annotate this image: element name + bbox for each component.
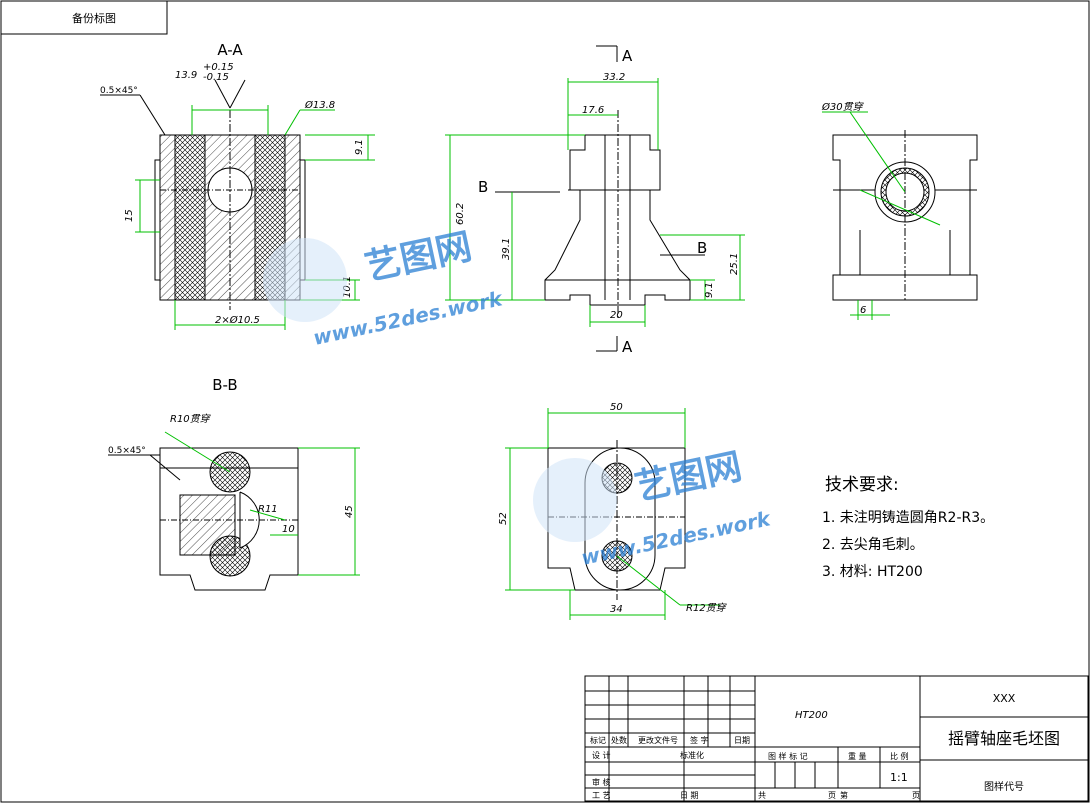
aa-chamfer-dim: 0.5×45° [100, 86, 138, 96]
front-cut-b-left: B [478, 178, 488, 196]
aa-holes: 2×Ø10.5 [215, 314, 260, 326]
tb-material: HT200 [795, 710, 828, 721]
front-cut-marker-top: A [622, 47, 633, 65]
front-w332: 33.2 [603, 72, 625, 83]
tech-title: 技术要求: [825, 475, 899, 495]
tb-total: 共 [758, 791, 766, 800]
tech-requirements: 技术要求: 1. 未注明铸造圆角R2-R3。 2. 去尖角毛刺。 3. 材料: … [822, 475, 994, 580]
aa-tol-minus: -0.15 [203, 72, 229, 83]
front-cut-marker-bottom: A [622, 338, 633, 356]
tb-part-name: 摇臂轴座毛坯图 [948, 729, 1060, 748]
side-w6: 6 [860, 305, 866, 316]
tb-date-hdr: 日期 [734, 736, 750, 745]
aa-d15: 15 [124, 209, 135, 222]
corner-label-box: 备份标图 [0, 0, 168, 35]
front-w20: 20 [610, 310, 623, 321]
tb-process: 工 艺 [592, 791, 611, 800]
tb-page: 页 [912, 791, 920, 800]
tb-standard: 标准化 [680, 750, 704, 760]
tech-item-1: 1. 未注明铸造圆角R2-R3。 [822, 510, 994, 526]
corner-label: 备份标图 [72, 11, 116, 25]
tb-sheet: 第 [840, 790, 848, 800]
side-dia30: Ø30贯穿 [821, 101, 865, 113]
tb-weight: 重 量 [848, 751, 867, 761]
front-w176: 17.6 [582, 105, 604, 116]
aa-d91: 9.1 [354, 139, 365, 155]
front-h391: 39.1 [501, 238, 512, 260]
aa-width-dim: 13.9 [175, 70, 197, 81]
tb-doc: 更改文件号 [638, 735, 678, 745]
bb-d10: 10 [282, 524, 295, 535]
tb-design: 设 计 [592, 750, 611, 760]
top-h52: 52 [498, 512, 509, 525]
front-cut-b-right: B [697, 239, 707, 257]
top-w34: 34 [610, 604, 623, 615]
tb-stage: 图 样 标 记 [768, 751, 808, 761]
front-h91: 9.1 [704, 282, 715, 298]
tb-review: 审 核 [592, 777, 611, 787]
top-r12: R12贯穿 [686, 602, 728, 614]
tb-ratio: 比 例 [890, 751, 909, 761]
side-view: Ø30贯穿 6 [821, 101, 978, 320]
aa-dia-top: Ø13.8 [304, 99, 335, 111]
tb-company: XXX [993, 692, 1016, 705]
bb-chamfer: 0.5×45° [108, 446, 146, 456]
section-bb-view: B-B R10贯穿 0.5×45° R11 10 45 [108, 376, 360, 591]
top-w50: 50 [610, 402, 623, 413]
tb-count: 处数 [611, 735, 627, 745]
watermark-name-1: 艺图网 [361, 226, 475, 289]
title-block: 标记 处数 更改文件号 签 字 日期 设 计 标准化 审 核 工 艺 日 期 H… [584, 675, 1089, 802]
tech-item-2: 2. 去尖角毛刺。 [822, 537, 924, 553]
tech-item-3: 3. 材料: HT200 [822, 564, 923, 580]
bb-r10: R10贯穿 [170, 413, 212, 425]
tb-scale: 1:1 [890, 771, 908, 784]
tb-sheets: 页 [828, 791, 836, 800]
aa-d101: 10.1 [342, 276, 353, 298]
section-bb-title: B-B [212, 376, 237, 394]
tb-drawing-code: 图样代号 [984, 780, 1024, 793]
front-h602: 60.2 [455, 203, 466, 225]
tb-mark: 标记 [590, 735, 606, 745]
front-view: A A B B 33.2 17.6 60.2 39.1 9.1 25 [445, 45, 745, 356]
bb-h45: 45 [344, 505, 355, 518]
watermark-1: 艺图网 www.52des.work [263, 226, 506, 350]
aa-tol-plus: +0.15 [203, 62, 234, 73]
front-h251: 25.1 [729, 253, 740, 275]
tb-sign: 签 字 [690, 735, 709, 745]
section-aa-title: A-A [217, 41, 243, 59]
bb-r11: R11 [258, 504, 278, 515]
tb-date: 日 期 [680, 791, 699, 800]
